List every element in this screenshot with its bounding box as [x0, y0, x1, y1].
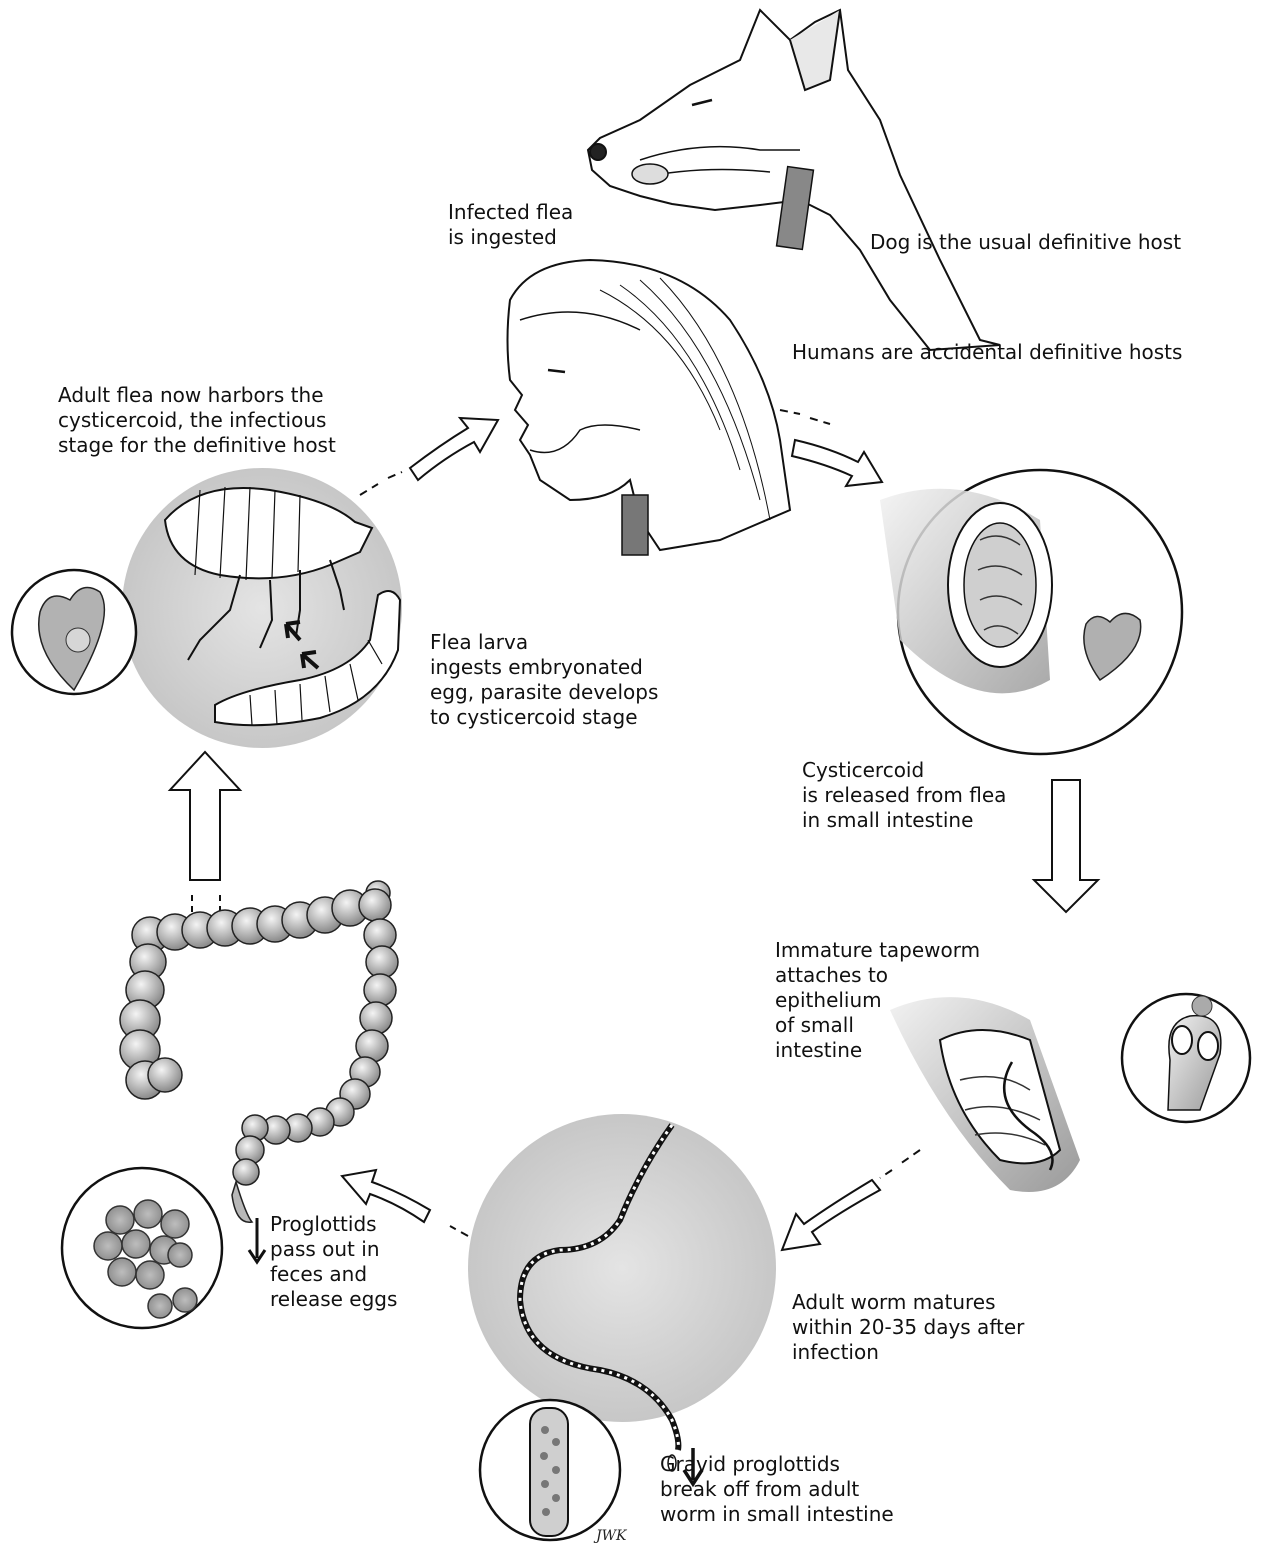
label-infected-flea: Infected flea is ingested — [448, 200, 573, 250]
colon-illustration — [120, 881, 398, 1185]
eggs-inset — [62, 1168, 222, 1328]
flea-larva-circle — [122, 468, 402, 748]
rectum-illustration — [232, 1182, 252, 1222]
cysticercoid-inset — [12, 570, 136, 694]
arrow-flea-to-human — [410, 418, 498, 480]
gravid-proglottid-inset — [480, 1400, 620, 1540]
artist-signature: JWK — [596, 1528, 626, 1544]
label-adult-flea: Adult flea now harbors the cysticercoid,… — [58, 383, 336, 458]
label-immature-tapeworm: Immature tapeworm attaches to epithelium… — [775, 938, 980, 1063]
scolex-inset — [1122, 994, 1250, 1122]
label-cysticercoid-release: Cysticercoid is released from flea in sm… — [802, 758, 1006, 833]
label-gravid-proglottids: Gravid proglottids break off from adult … — [660, 1452, 894, 1527]
arrow-attach-to-worm — [782, 1180, 880, 1250]
label-dog-host: Dog is the usual definitive host — [870, 230, 1181, 255]
arrow-release-to-attach — [1034, 780, 1098, 912]
arrow-human-to-intestine — [792, 440, 882, 486]
label-adult-worm: Adult worm matures within 20-35 days aft… — [792, 1290, 1024, 1365]
arrow-colon-to-flea — [170, 752, 240, 880]
intestine-release-circle — [880, 470, 1182, 754]
label-proglottids-pass: Proglottids pass out in feces and releas… — [270, 1212, 397, 1312]
label-flea-larva: Flea larva ingests embryonated egg, para… — [430, 630, 658, 730]
child-head-illustration — [508, 260, 791, 555]
label-human-host: Humans are accidental definitive hosts — [792, 340, 1182, 365]
release-arrow-icon-2 — [249, 1218, 265, 1262]
